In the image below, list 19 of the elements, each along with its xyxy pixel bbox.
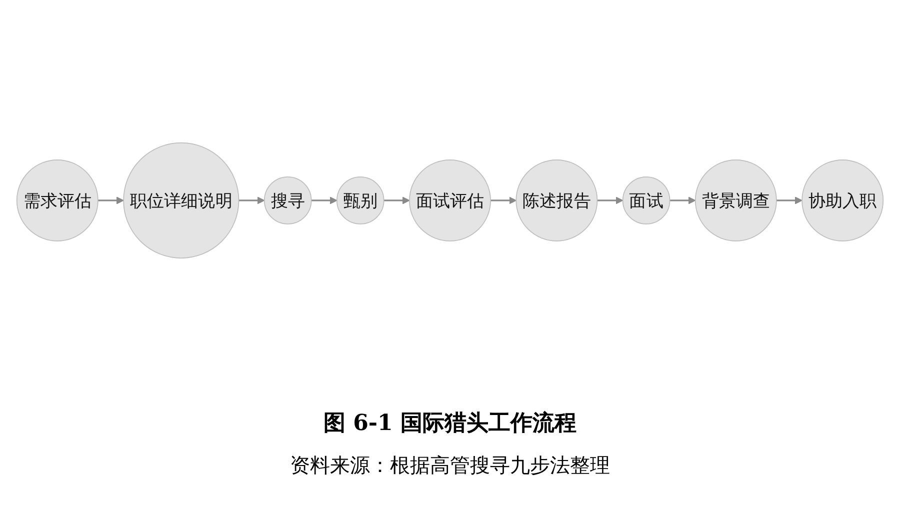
arrow [597, 196, 624, 204]
node-circle: 职位详细说明 [123, 142, 240, 258]
arrow [238, 196, 265, 204]
node-circle: 陈述报告 [516, 159, 598, 241]
node-circle: 搜寻 [264, 176, 312, 224]
arrow [490, 196, 516, 204]
node-circle: 需求评估 [16, 159, 98, 241]
source-note: 资料来源：根据高管搜寻九步法整理 [290, 452, 610, 479]
node-circle: 甄别 [336, 176, 384, 224]
arrow [776, 196, 802, 204]
arrow [311, 196, 338, 204]
node-circle: 协助入职 [802, 159, 884, 241]
node-circle: 背景调查 [694, 159, 777, 241]
arrow [98, 196, 124, 204]
arrow [670, 196, 696, 204]
arrow [384, 196, 410, 204]
figure-title: 图 6-1 国际猎头工作流程 [323, 409, 577, 438]
node-circle: 面试 [622, 176, 670, 224]
node-circle: 面试评估 [409, 159, 491, 241]
